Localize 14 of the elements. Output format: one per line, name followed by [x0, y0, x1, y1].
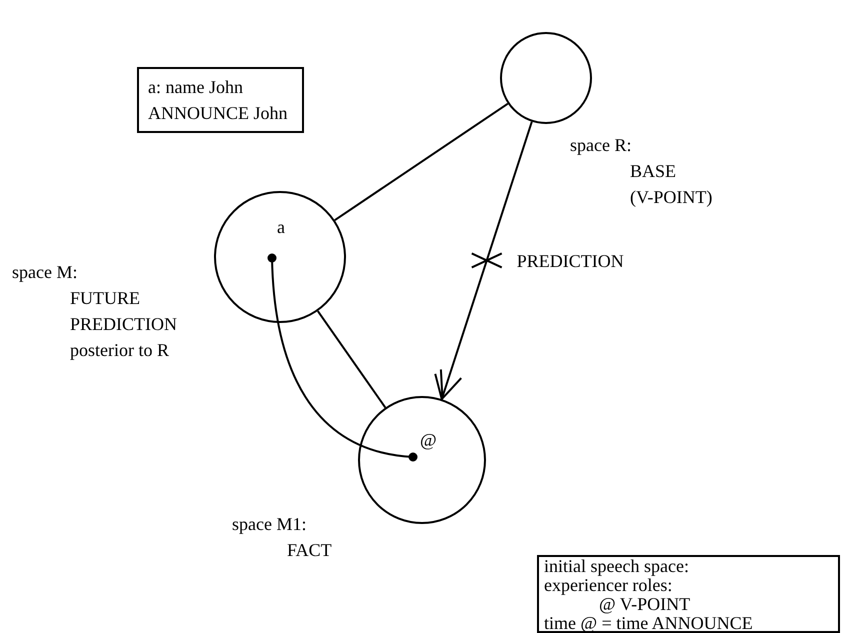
note-box — [537, 555, 840, 633]
note-text: a: name John ANNOUNCE John — [148, 76, 288, 125]
connector-line — [317, 310, 386, 408]
element-label: a — [277, 216, 285, 239]
connector-line — [334, 102, 508, 221]
space-label: space R: BASE (V-POINT) — [570, 134, 714, 209]
space-circle — [500, 32, 592, 124]
space-label: space M: FUTURE PREDICTION posterior to R — [12, 261, 178, 362]
space-circle — [214, 191, 346, 323]
element-label: @ — [420, 429, 437, 452]
note-box — [137, 67, 304, 133]
space-circle — [358, 396, 486, 524]
space-label: space M1: FACT — [232, 513, 333, 562]
mapping-line — [268, 254, 418, 462]
